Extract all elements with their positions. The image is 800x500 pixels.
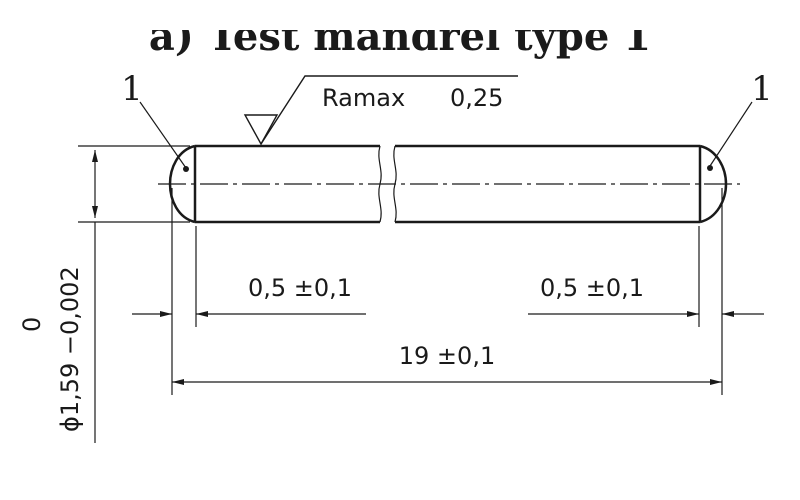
diameter-value: ϕ1,59 −0,002 [56, 266, 84, 432]
diameter-upper-tolerance: 0 [18, 317, 46, 332]
roughness-value: 0,25 [450, 84, 503, 112]
mandrel-body [158, 144, 740, 224]
callout-label-right: 1 [751, 69, 773, 109]
roughness-label: Ramax [322, 84, 405, 112]
callout-right: 1 [707, 69, 773, 171]
callout-label-left: 1 [121, 69, 143, 109]
end-dimension-left: 0,5 ±0,1 [132, 274, 366, 317]
title-clip-mask [0, 0, 800, 30]
length-label: 19 ±0,1 [399, 342, 495, 370]
length-dimension: 19 ±0,1 [172, 342, 722, 385]
end-dimension-left-label: 0,5 ±0,1 [248, 274, 352, 302]
end-dimension-right: 0,5 ±0,1 [528, 274, 764, 317]
diameter-dimension: ϕ1,59 −0,002 0 [18, 145, 190, 443]
surface-roughness-symbol: Ramax 0,25 [243, 75, 518, 146]
end-dimension-right-label: 0,5 ±0,1 [540, 274, 644, 302]
callout-left: 1 [121, 69, 189, 172]
extension-lines [171, 188, 723, 395]
